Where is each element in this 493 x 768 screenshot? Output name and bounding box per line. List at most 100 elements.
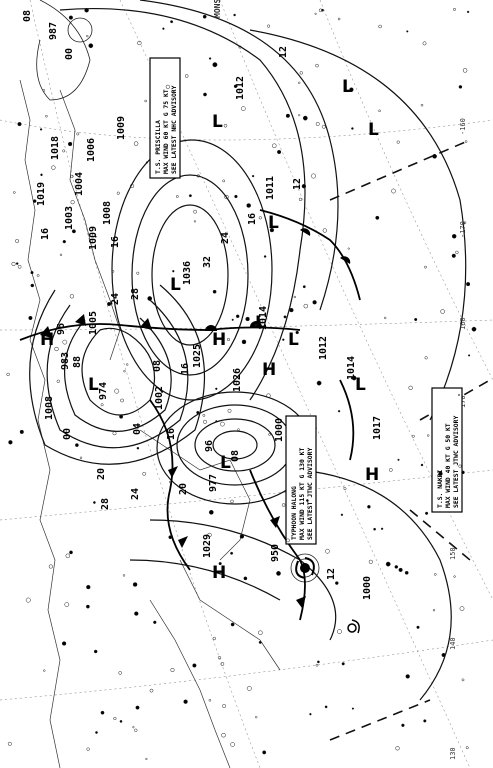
station-marker: [93, 501, 96, 504]
station-marker: [384, 316, 387, 320]
central-pressure-labels: 987 1018 1009 1006 1004 1019 1008 1003 1…: [36, 22, 383, 600]
station-marker: [149, 688, 154, 693]
station-marker: [424, 265, 427, 269]
station-marker: [423, 719, 427, 723]
station-marker: [349, 87, 354, 92]
station-marker: [245, 316, 250, 322]
pressure-value: 1014: [258, 306, 269, 330]
pressure-value: 1009: [88, 226, 99, 250]
pressure-value: 1026: [232, 368, 243, 392]
station-marker: [130, 183, 135, 189]
advisory-line: SEE LATEST JTWC ADVISORY: [306, 448, 314, 540]
longitude-label: 130: [449, 747, 457, 760]
station-marker: [368, 559, 373, 564]
station-marker: [226, 337, 231, 342]
pressure-value: 1017: [372, 416, 383, 440]
pressure-value: 1008: [102, 201, 113, 225]
station-marker: [28, 315, 33, 321]
station-marker: [295, 330, 299, 335]
station-marker: [318, 8, 323, 13]
station-marker: [351, 375, 357, 381]
station-marker: [466, 10, 470, 14]
station-marker: [289, 307, 294, 313]
station-marker: [136, 271, 140, 275]
isobar-value: 88: [72, 356, 83, 368]
station-marker: [246, 203, 251, 208]
station-marker: [378, 109, 381, 113]
station-marker: [312, 300, 317, 305]
station-marker: [224, 194, 229, 200]
station-marker: [234, 194, 238, 199]
pressure-value: 1008: [44, 396, 55, 420]
station-marker: [453, 575, 456, 578]
station-marker: [258, 640, 262, 644]
pressure-value: 950: [270, 544, 281, 562]
station-marker: [463, 221, 467, 224]
station-marker: [373, 527, 376, 531]
station-marker: [153, 620, 157, 624]
station-marker: [86, 604, 90, 609]
station-marker: [70, 200, 75, 205]
station-marker: [222, 704, 227, 708]
pressure-value: 1009: [116, 116, 127, 140]
station-marker: [420, 463, 424, 467]
isobar-value: 12: [292, 178, 303, 190]
station-marker: [311, 173, 316, 179]
station-marker: [126, 363, 129, 366]
station-marker: [438, 471, 443, 476]
top-edge-label: MONS: [213, 0, 222, 18]
station-marker: [30, 283, 35, 288]
pressure-value: 1000: [274, 418, 285, 442]
station-marker: [221, 732, 226, 738]
isobar-value: 08: [152, 360, 163, 372]
station-marker: [196, 410, 200, 415]
station-marker: [223, 123, 228, 128]
station-marker: [207, 532, 212, 538]
station-marker: [465, 746, 469, 750]
station-marker: [93, 649, 98, 654]
station-marker: [315, 63, 319, 68]
station-marker: [40, 173, 43, 177]
high-center: H: [40, 330, 54, 350]
advisory-line: T.S. NAKRI: [436, 469, 444, 508]
station-marker: [298, 114, 301, 117]
station-marker: [54, 346, 59, 352]
station-marker: [276, 571, 281, 576]
station-marker: [422, 41, 427, 46]
longitude-label: -160: [459, 118, 467, 135]
station-marker: [170, 667, 175, 673]
station-marker: [241, 339, 247, 345]
station-marker: [441, 652, 446, 658]
station-marker: [337, 410, 341, 413]
station-marker: [113, 716, 117, 721]
station-marker: [468, 354, 471, 357]
high-center: H: [212, 563, 226, 583]
station-marker: [458, 464, 462, 468]
station-marker: [302, 285, 306, 289]
station-marker: [68, 15, 73, 20]
station-marker: [268, 433, 271, 436]
station-marker: [86, 584, 91, 590]
station-marker: [375, 215, 380, 220]
pressure-value: 983: [60, 352, 71, 370]
station-marker: [233, 13, 236, 17]
advisory-priscilla: T.S. PRISCILLA MAX WIND 60 KT G 75 KT SE…: [149, 57, 181, 179]
station-marker: [134, 728, 138, 732]
station-marker: [137, 40, 142, 46]
station-marker: [43, 669, 46, 672]
isobar-value: 12: [278, 46, 289, 58]
station-marker: [317, 660, 320, 664]
station-marker: [65, 553, 71, 559]
advisory-halong: TYPHOON HALONG MAX WIND 115 KT G 130 KT …: [285, 415, 317, 545]
station-marker: [75, 443, 79, 447]
station-marker: [100, 403, 104, 407]
isobar-value: 08: [22, 10, 33, 22]
station-marker: [116, 191, 120, 195]
isobar-value: 20: [96, 468, 107, 480]
low-center: L: [368, 120, 379, 140]
longitude-label: 160: [459, 317, 467, 330]
station-marker: [25, 597, 31, 603]
station-marker: [293, 295, 296, 299]
station-marker: [233, 84, 238, 89]
pressure-value: 1006: [86, 138, 97, 162]
